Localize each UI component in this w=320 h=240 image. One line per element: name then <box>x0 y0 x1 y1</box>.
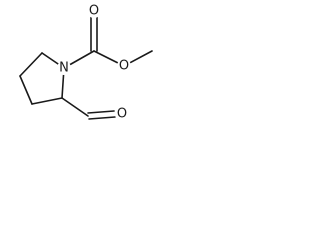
bonds <box>19 13 153 120</box>
bond-c3-c4 <box>19 75 33 105</box>
bond-c4-c5 <box>19 52 43 77</box>
atom-n-label: N <box>59 61 69 76</box>
atom-o-carbonyl-label: O <box>89 4 99 19</box>
atom-n: N <box>57 61 71 76</box>
atom-o-ester: O <box>117 59 131 74</box>
bond-aldehyde-c-o-double-a <box>87 110 115 114</box>
atom-o-carbonyl: O <box>87 4 101 19</box>
bond-c2-c3 <box>31 97 63 105</box>
atom-labels: N O O O <box>57 4 131 122</box>
chemical-structure: N O O O <box>19 4 153 122</box>
atom-o-aldehyde-label: O <box>117 107 127 122</box>
bond-c2-aldehyde-c <box>61 97 89 117</box>
atom-o-aldehyde: O <box>115 107 129 122</box>
structure-canvas: N O O O <box>0 0 176 140</box>
bond-aldehyde-c-o-double-b <box>88 116 116 120</box>
atom-o-ester-label: O <box>119 59 129 74</box>
